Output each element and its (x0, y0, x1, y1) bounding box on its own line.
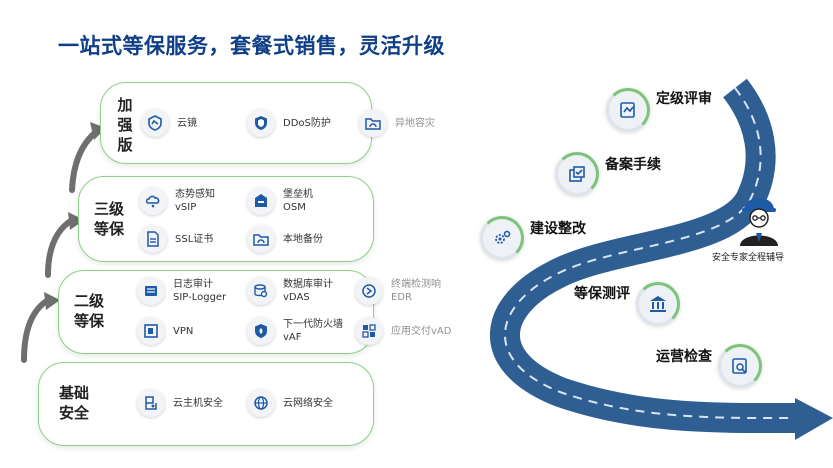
vpn-icon (137, 317, 165, 345)
situation-awareness-icon (139, 187, 167, 215)
assessment-icon (636, 282, 680, 326)
item-edr[interactable]: 终端检测响 EDR (355, 277, 441, 305)
grading-review-icon (606, 88, 650, 132)
remote-backup-icon (359, 109, 387, 137)
cloud-mirror-icon (141, 109, 169, 137)
step-operation-check[interactable]: 运营检查 (656, 344, 762, 388)
local-backup-icon (247, 225, 275, 253)
step-filing[interactable]: 备案手续 (555, 152, 661, 196)
ddos-shield-icon (247, 109, 275, 137)
app-delivery-icon (355, 317, 383, 345)
network-security-icon (247, 389, 275, 417)
item-cloud-mirror[interactable]: 云镜 (141, 109, 197, 137)
tier-level2-label: 二级 等保 (73, 292, 104, 330)
page-title: 一站式等保服务，套餐式销售，灵活升级 (58, 34, 445, 58)
filing-icon (555, 152, 599, 196)
tier-basic: 基础 安全 云主机安全 云网络安全 (38, 362, 374, 446)
step-assessment[interactable]: 等保测评 (574, 282, 680, 326)
firewall-icon (247, 317, 275, 345)
rectification-icon (480, 216, 524, 260)
item-bastion-host[interactable]: 堡垒机 OSM (247, 187, 313, 215)
edr-icon (355, 277, 383, 305)
tier-level3-label: 三级 等保 (93, 200, 124, 238)
ssl-certificate-icon (139, 225, 167, 253)
log-audit-icon (137, 277, 165, 305)
expert-label: 安全专家全程辅导 (712, 253, 785, 263)
item-database-audit[interactable]: 数据库审计 vDAS (247, 277, 333, 305)
item-log-audit[interactable]: 日志审计 SIP-Logger (137, 277, 226, 305)
database-audit-icon (247, 277, 275, 305)
item-app-delivery[interactable]: 应用交付vAD (355, 317, 451, 345)
item-remote-backup[interactable]: 异地容灾 (359, 109, 435, 137)
security-expert-icon (740, 198, 778, 246)
host-security-icon (137, 389, 165, 417)
item-situation-awareness[interactable]: 态势感知 vSIP (139, 187, 215, 215)
tier-level2: 二级 等保 日志审计 SIP-Logger 数据库审计 vDAS 终端检测响 E… (58, 270, 451, 354)
tier-level3: 三级 等保 态势感知 vSIP 堡垒机 OSM SSL证书 本地备份 (78, 176, 374, 262)
tier-basic-label: 基础 安全 (58, 384, 89, 422)
tier-enhanced-label: 加强版 (117, 96, 133, 154)
bastion-host-icon (247, 187, 275, 215)
operation-check-icon (718, 344, 762, 388)
item-vpn[interactable]: VPN (137, 317, 193, 345)
tier-enhanced: 加强版 云镜 DDoS防护 异地容灾 (100, 82, 435, 164)
item-local-backup[interactable]: 本地备份 (247, 225, 323, 253)
item-host-security[interactable]: 云主机安全 (137, 389, 223, 417)
item-network-security[interactable]: 云网络安全 (247, 389, 333, 417)
item-ddos[interactable]: DDoS防护 (247, 109, 331, 137)
item-firewall[interactable]: 下一代防火墙 vAF (247, 317, 343, 345)
step-rectification[interactable]: 建设整改 (480, 216, 586, 260)
step-grading-review[interactable]: 定级评审 (606, 88, 712, 132)
item-ssl-cert[interactable]: SSL证书 (139, 225, 213, 253)
